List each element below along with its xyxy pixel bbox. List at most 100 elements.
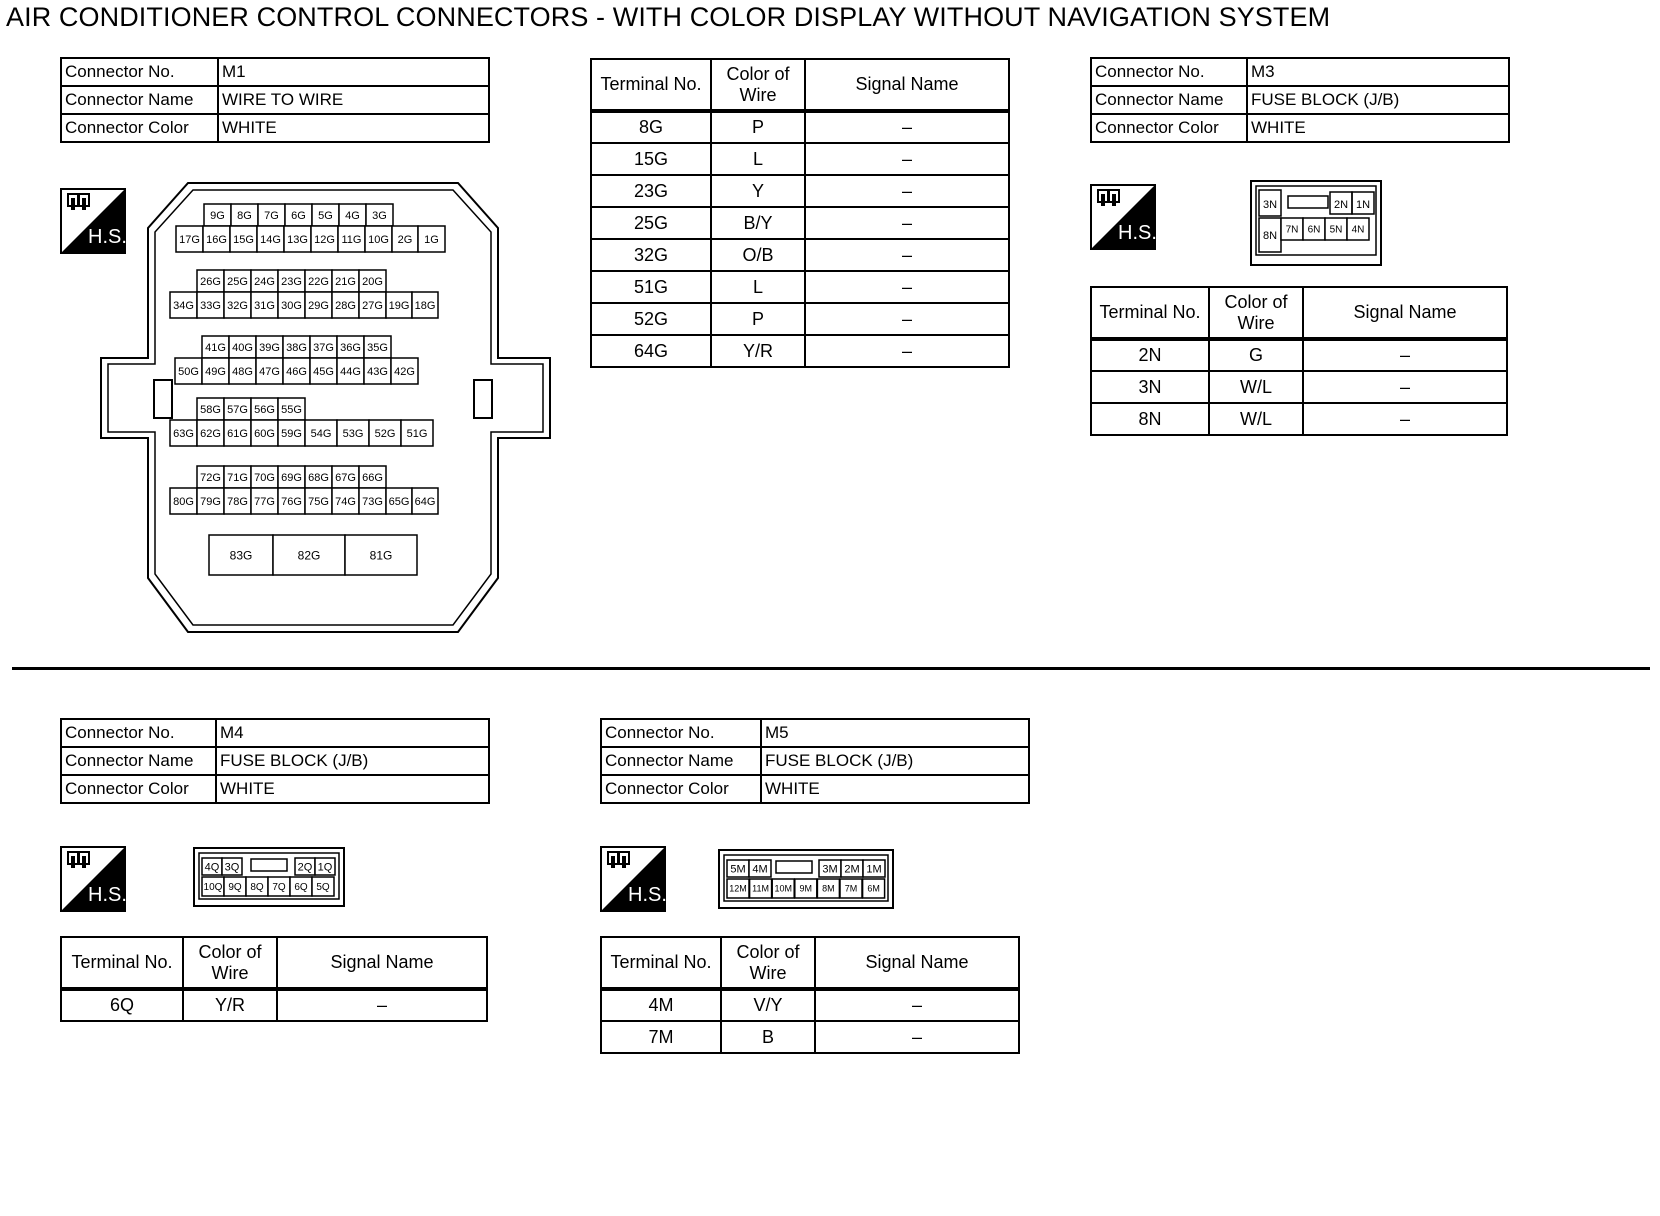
- terminal-cell: [417, 225, 446, 253]
- m4-connector-no: M4: [215, 718, 490, 748]
- wire-color-cell: O/B: [710, 238, 806, 272]
- terminal-label: 7Q: [272, 882, 286, 893]
- terminal-label: 71G: [227, 472, 248, 484]
- terminal-label: 10M: [774, 884, 792, 894]
- header-signal-name: Signal Name: [804, 58, 1010, 112]
- terminal-label: 60G: [254, 428, 275, 440]
- terminal-cell: [400, 419, 434, 447]
- terminal-label: 43G: [367, 366, 388, 378]
- terminal-cell: [223, 419, 252, 447]
- label-connector-color: Connector Color: [1090, 113, 1248, 143]
- wire-color-cell: L: [710, 142, 806, 176]
- terminal-label: 33G: [200, 300, 221, 312]
- terminal-label: 24G: [254, 276, 275, 288]
- terminal-label: 77G: [254, 496, 275, 508]
- terminal-label: 11G: [342, 234, 362, 246]
- wire-color-cell: P: [710, 110, 806, 144]
- terminal-label: 16G: [206, 234, 227, 246]
- header-signal-name: Signal Name: [276, 936, 488, 990]
- hs-label: H.S.: [1118, 222, 1156, 244]
- terminal-label: 35G: [367, 342, 388, 354]
- terminal-no-cell: 32G: [590, 238, 712, 272]
- terminal-label: 74G: [335, 496, 356, 508]
- terminal-label: 66G: [362, 472, 383, 484]
- terminal-cell: [385, 291, 413, 319]
- terminal-label: 75G: [308, 496, 329, 508]
- terminal-label: 3G: [372, 210, 387, 222]
- terminal-no-cell: 8G: [590, 110, 712, 144]
- terminal-no-cell: 51G: [590, 270, 712, 304]
- hs-icon: H.S.: [60, 846, 126, 912]
- terminal-cell: [228, 357, 257, 385]
- terminal-label: 58G: [200, 404, 221, 416]
- page-title: AIR CONDITIONER CONTROL CONNECTORS - WIT…: [6, 2, 1331, 32]
- terminal-label: 37G: [313, 342, 334, 354]
- terminal-cell: [363, 357, 392, 385]
- terminal-label: 1Q: [318, 861, 333, 873]
- hs-icon: H.S.: [600, 846, 666, 912]
- signal-name-cell: –: [1302, 370, 1508, 404]
- m1-connector-no: M1: [217, 57, 490, 87]
- terminal-label: 27G: [362, 300, 383, 312]
- terminal-label: 51G: [407, 428, 428, 440]
- terminal-label: 17G: [179, 234, 200, 246]
- terminal-label: 4Q: [205, 861, 220, 873]
- terminal-label: 2M: [844, 863, 859, 875]
- terminal-label: 30G: [281, 300, 302, 312]
- terminal-cell: [411, 487, 439, 515]
- terminal-label: 69G: [281, 472, 302, 484]
- terminal-cell: [201, 357, 230, 385]
- label-connector-no: Connector No.: [60, 718, 217, 748]
- terminal-label: 5G: [318, 210, 333, 222]
- terminal-label: 65G: [389, 496, 410, 508]
- terminal-cell: [221, 857, 243, 876]
- label-connector-name: Connector Name: [600, 746, 762, 776]
- terminal-label: 21G: [335, 276, 356, 288]
- wire-color-cell: V/Y: [720, 988, 816, 1022]
- wire-color-cell: W/L: [1208, 402, 1304, 436]
- terminal-cell: [277, 291, 306, 319]
- label-connector-name: Connector Name: [60, 746, 217, 776]
- terminal-label: 4M: [752, 863, 767, 875]
- terminal-label: 10Q: [204, 882, 223, 893]
- signal-name-cell: –: [1302, 402, 1508, 436]
- terminal-label: 36G: [340, 342, 361, 354]
- m5-connector-no: M5: [760, 718, 1030, 748]
- terminal-label: 67G: [335, 472, 356, 484]
- terminal-label: 2G: [398, 234, 413, 246]
- terminal-label: 34G: [173, 300, 194, 312]
- terminal-cell: [196, 291, 225, 319]
- terminal-cell: [250, 419, 279, 447]
- terminal-label: 15G: [233, 234, 254, 246]
- terminal-label: 8Q: [250, 882, 264, 893]
- terminal-label: 81G: [370, 548, 393, 562]
- label-connector-name: Connector Name: [60, 85, 219, 115]
- terminal-label: 11M: [752, 884, 769, 894]
- wire-color-cell: W/L: [1208, 370, 1304, 404]
- signal-name-cell: –: [804, 270, 1010, 304]
- terminal-cell: [390, 357, 419, 385]
- terminal-no-cell: 6Q: [60, 988, 184, 1022]
- signal-name-cell: –: [814, 1020, 1020, 1054]
- header-terminal-no: Terminal No.: [60, 936, 184, 990]
- terminal-cell: [391, 225, 419, 253]
- terminal-no-cell: 2N: [1090, 338, 1210, 372]
- terminal-no-cell: 3N: [1090, 370, 1210, 404]
- terminal-cell: [358, 291, 387, 319]
- terminal-cell: [314, 857, 336, 876]
- terminal-label: 32G: [227, 300, 248, 312]
- signal-name-cell: –: [804, 142, 1010, 176]
- terminal-cell: [336, 357, 365, 385]
